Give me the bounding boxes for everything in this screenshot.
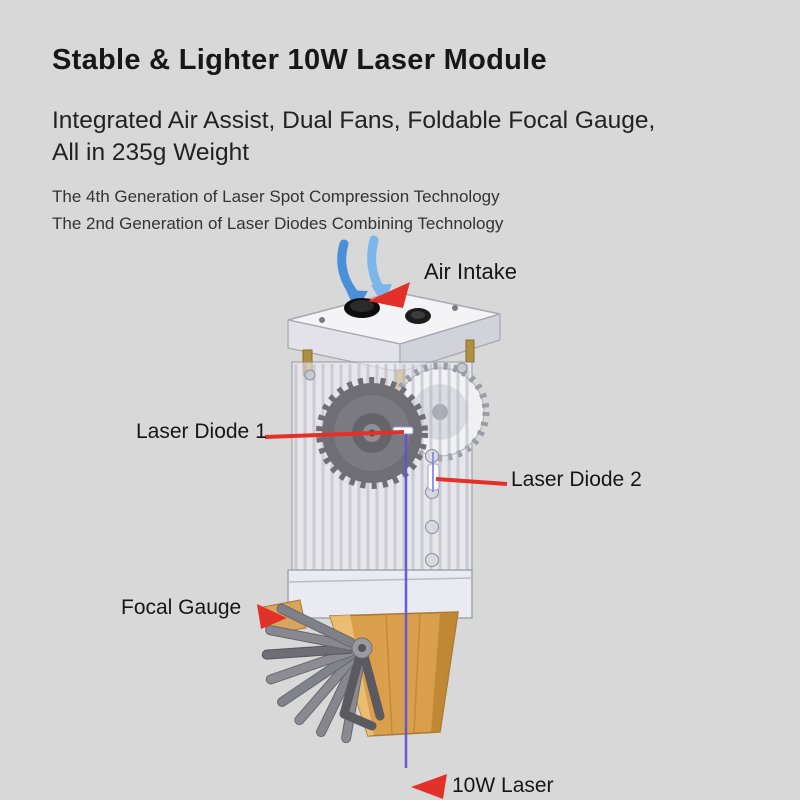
focal-gauge-assembly	[257, 599, 385, 744]
airflow-arrowhead-right	[371, 284, 392, 305]
header: Stable & Lighter 10W Laser Module Integr…	[52, 44, 762, 237]
laser-diode-2-leader	[435, 477, 508, 486]
module-top-cap	[287, 291, 501, 373]
subtitle-line-1: Integrated Air Assist, Dual Fans, Foldab…	[52, 107, 656, 134]
focal-gauge-arrow	[257, 604, 287, 629]
air-intake-hole-right-inner	[411, 311, 425, 319]
lower-housing	[287, 569, 473, 619]
bolt-right	[456, 362, 468, 374]
air-intake-label: Air Intake	[424, 259, 517, 284]
standoff-3	[465, 339, 475, 363]
feature-list: The 4th Generation of Laser Spot Compres…	[52, 183, 762, 237]
fan1-teeth	[316, 377, 428, 489]
laser-output-arrow	[411, 774, 447, 799]
heatsink-body	[291, 361, 490, 573]
gauge-support-arm	[339, 643, 385, 731]
air-intake-hole-left-inner	[350, 300, 374, 312]
laser-diode-1-label: Laser Diode 1	[136, 420, 267, 443]
airflow-arrow-right	[367, 235, 386, 296]
nozzle-shadow	[431, 612, 458, 733]
lower-housing-seam	[287, 577, 473, 583]
laser-output-label: 10W Laser	[452, 774, 554, 797]
laser-diode-1-leader	[264, 430, 405, 439]
nozzle-facets	[385, 612, 421, 735]
bolt-left	[304, 369, 316, 381]
gauge-pivot-screw	[358, 644, 366, 652]
subtitle: Integrated Air Assist, Dual Fans, Foldab…	[52, 105, 762, 170]
screw-4	[425, 553, 439, 567]
focal-gauge-label: Focal Gauge	[121, 596, 242, 619]
feature-line-1: The 4th Generation of Laser Spot Compres…	[52, 186, 500, 206]
laser-diode-2-label: Laser Diode 2	[511, 468, 642, 491]
feature-line-2: The 2nd Generation of Laser Diodes Combi…	[52, 213, 504, 233]
cap-screw-hole-right	[452, 305, 458, 311]
subtitle-line-2: All in 235g Weight	[52, 139, 250, 167]
page-title: Stable & Lighter 10W Laser Module	[52, 44, 547, 76]
lower-housing-face	[287, 569, 473, 619]
air-intake-arrow	[368, 282, 410, 308]
airflow-arrow-left	[337, 239, 361, 301]
cap-screw-hole-left	[319, 317, 325, 323]
focal-gauge-arms	[261, 603, 365, 744]
callout-markers	[257, 282, 508, 799]
screw-3	[425, 520, 439, 534]
